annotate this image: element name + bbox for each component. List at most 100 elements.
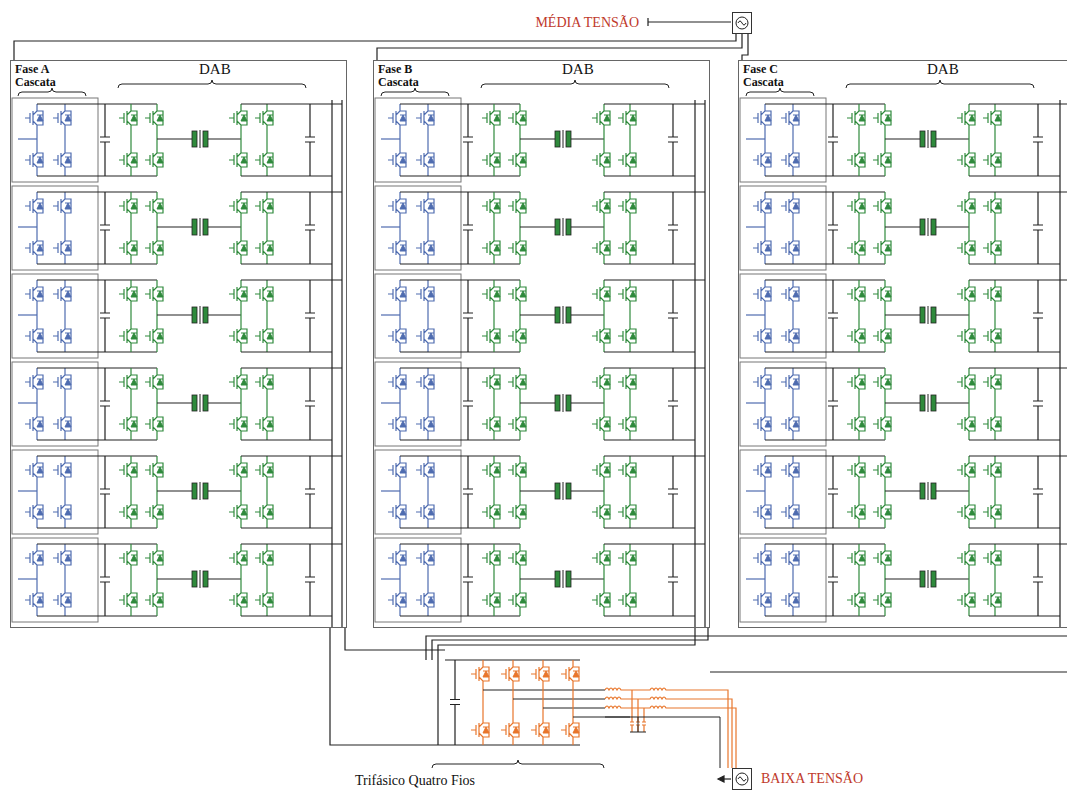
igbt-symbol xyxy=(873,589,891,611)
diode-symbol xyxy=(885,157,891,163)
igbt-symbol xyxy=(229,195,247,217)
igbt-symbol xyxy=(847,547,865,569)
igbt-symbol xyxy=(592,107,610,129)
diode-symbol xyxy=(513,671,519,677)
leg-wire xyxy=(519,456,520,528)
dc-rail xyxy=(400,544,520,616)
igbt-symbol xyxy=(618,413,636,435)
leg-wire xyxy=(629,368,630,440)
leg-wire xyxy=(629,104,630,176)
igbt-symbol xyxy=(781,283,799,305)
diode-symbol xyxy=(157,115,163,121)
diode-symbol xyxy=(969,203,975,209)
dc-bus xyxy=(695,100,705,628)
power-cell xyxy=(12,98,342,182)
diode-symbol xyxy=(765,291,771,297)
transformer-lead xyxy=(157,578,241,579)
igbt-symbol xyxy=(145,547,163,569)
ac-terminal xyxy=(746,578,765,579)
dc-rail xyxy=(604,192,705,264)
transformer-winding xyxy=(931,483,936,499)
igbt-symbol xyxy=(416,325,434,347)
leg-wire xyxy=(36,456,37,528)
igbt-symbol xyxy=(592,501,610,523)
leg-wire xyxy=(519,544,520,616)
transformer-winding xyxy=(555,483,560,499)
diode-symbol xyxy=(157,555,163,561)
igbt-symbol xyxy=(229,547,247,569)
diode-symbol xyxy=(604,245,610,251)
leg-wire xyxy=(968,104,969,176)
leg-wire xyxy=(493,368,494,440)
leg-wire xyxy=(858,368,859,440)
voltage-source: BAIXA TENSÃO xyxy=(732,768,752,790)
diode-symbol xyxy=(131,333,137,339)
igbt-symbol xyxy=(753,107,771,129)
power-cell xyxy=(740,186,1067,270)
transformer-winding xyxy=(192,307,197,323)
leg-wire xyxy=(156,544,157,616)
diode-symbol xyxy=(428,245,434,251)
diode-symbol xyxy=(995,555,1001,561)
igbt-symbol xyxy=(25,501,43,523)
igbt-symbol xyxy=(119,547,137,569)
diode-symbol xyxy=(428,509,434,515)
capacitor-symbol xyxy=(100,368,110,440)
diode-symbol xyxy=(520,509,526,515)
diode-symbol xyxy=(520,555,526,561)
ac-terminal xyxy=(746,402,765,403)
leg-wire xyxy=(240,456,241,528)
igbt-symbol xyxy=(873,195,891,217)
igbt-symbol xyxy=(957,589,975,611)
diode-symbol xyxy=(241,115,247,121)
leg-wire xyxy=(994,544,995,616)
transformer-core xyxy=(928,570,929,588)
igbt-symbol xyxy=(416,195,434,217)
igbt-symbol xyxy=(229,237,247,259)
igbt-symbol xyxy=(873,237,891,259)
leg-wire xyxy=(542,660,543,745)
diode-symbol xyxy=(483,727,489,733)
diode-symbol xyxy=(37,115,43,121)
transformer-winding xyxy=(555,131,560,147)
leg-wire xyxy=(519,368,520,440)
leg-wire xyxy=(792,456,793,528)
leg-wire xyxy=(156,456,157,528)
igbt-symbol xyxy=(592,547,610,569)
igbt-symbol xyxy=(119,107,137,129)
igbt-symbol xyxy=(983,589,1001,611)
transformer-winding xyxy=(192,395,197,411)
igbt-symbol xyxy=(229,149,247,171)
diode-symbol xyxy=(765,203,771,209)
igbt-symbol xyxy=(416,371,434,393)
diode-symbol xyxy=(995,421,1001,427)
transformer-winding xyxy=(920,571,925,587)
diode-symbol xyxy=(241,245,247,251)
leg-wire xyxy=(266,104,267,176)
transformer-core xyxy=(200,218,201,236)
igbt-symbol xyxy=(416,413,434,435)
transformer-lead xyxy=(157,402,241,403)
ac-terminal xyxy=(18,314,37,315)
igbt-symbol xyxy=(416,149,434,171)
igbt-symbol xyxy=(229,283,247,305)
leg-wire xyxy=(572,660,573,745)
diode-symbol xyxy=(157,333,163,339)
leg-wire xyxy=(884,544,885,616)
phase-circuit xyxy=(375,80,705,628)
leg-wire xyxy=(792,368,793,440)
diode-symbol xyxy=(520,245,526,251)
diode-symbol xyxy=(885,597,891,603)
transformer-winding xyxy=(203,483,208,499)
ac-terminal xyxy=(381,402,400,403)
diode-symbol xyxy=(65,333,71,339)
igbt-symbol xyxy=(255,149,273,171)
capacitor-symbol xyxy=(1033,192,1043,264)
igbt-symbol xyxy=(25,237,43,259)
igbt-symbol xyxy=(753,325,771,347)
leg-wire xyxy=(764,544,765,616)
dc-rail xyxy=(604,104,705,176)
transformer-winding xyxy=(566,395,571,411)
diode-symbol xyxy=(400,555,406,561)
igbt-symbol xyxy=(119,501,137,523)
